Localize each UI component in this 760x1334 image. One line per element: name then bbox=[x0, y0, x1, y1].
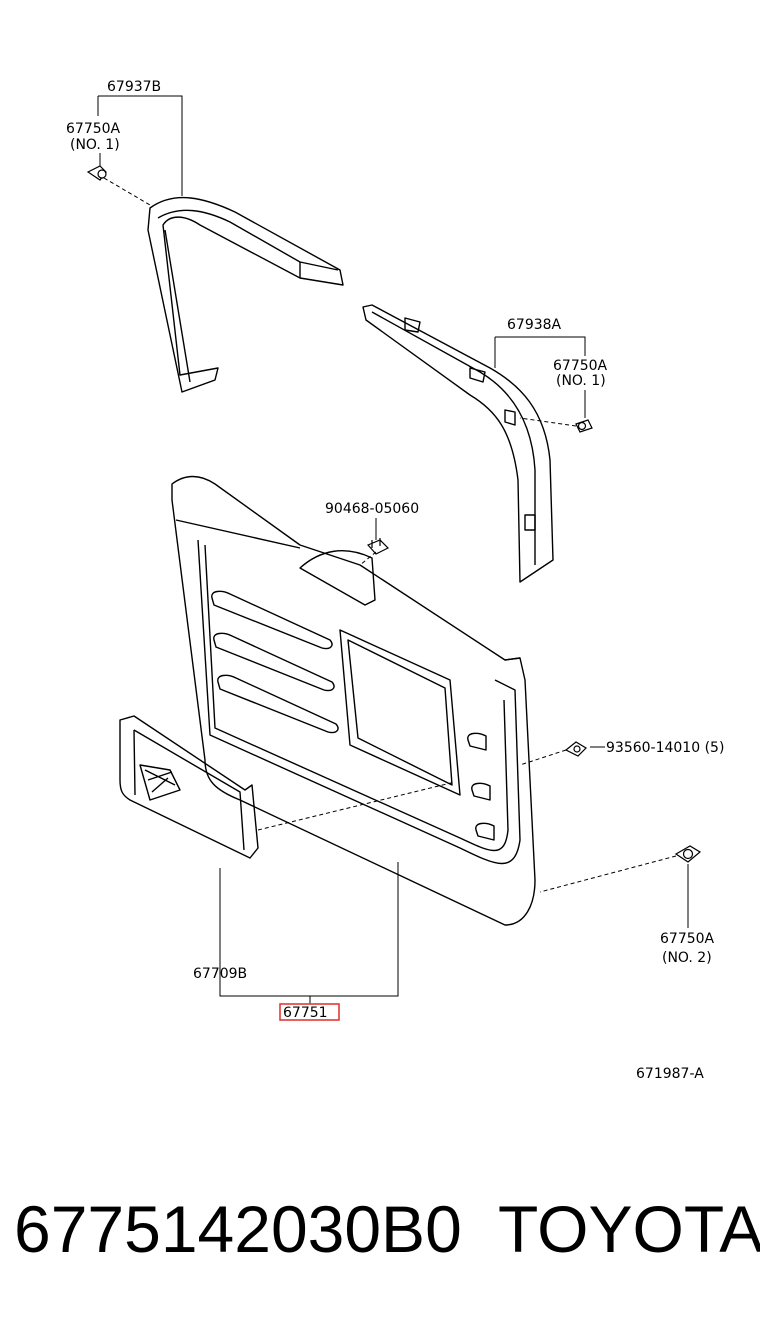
upper-left-trim-part bbox=[147, 196, 344, 393]
callout-right-clip: 67750A bbox=[553, 358, 608, 374]
clip-67750A-right-icon bbox=[575, 419, 593, 433]
main-panel-highlight-box bbox=[279, 1003, 340, 1021]
callout-right-clip-note: (NO. 1) bbox=[556, 373, 606, 389]
pocket-part bbox=[119, 715, 259, 859]
callout-bottom-clip: 67750A bbox=[660, 931, 715, 947]
clip-90468-icon bbox=[366, 538, 390, 555]
brand-name: TOYOTA bbox=[498, 1192, 760, 1266]
callout-main-panel: 67751 bbox=[283, 1005, 328, 1021]
callout-pocket: 67709B bbox=[193, 966, 247, 982]
screw-93560-icon bbox=[564, 741, 587, 757]
clip-67750A-top-icon bbox=[86, 165, 107, 181]
part-number: 6775142030B0 bbox=[14, 1192, 462, 1266]
callout-top-clip-note: (NO. 1) bbox=[70, 137, 120, 153]
callout-bottom-clip-note: (NO. 2) bbox=[662, 950, 712, 966]
leader-lines bbox=[97, 95, 689, 1004]
figure-code: 671987-A bbox=[636, 1066, 704, 1082]
callout-top-clip: 67750A bbox=[66, 121, 121, 137]
callout-center-clip: 90468-05060 bbox=[325, 501, 419, 517]
main-back-panel-part bbox=[171, 475, 536, 926]
callout-right-trim: 67938A bbox=[507, 317, 562, 333]
callout-screw: 93560-14010 (5) bbox=[606, 740, 724, 756]
upper-right-trim-part bbox=[362, 304, 554, 583]
clip-67750A-bottom-icon bbox=[674, 845, 702, 863]
attachment-dashed-lines bbox=[103, 177, 677, 893]
callout-top-trim: 67937B bbox=[107, 79, 161, 95]
